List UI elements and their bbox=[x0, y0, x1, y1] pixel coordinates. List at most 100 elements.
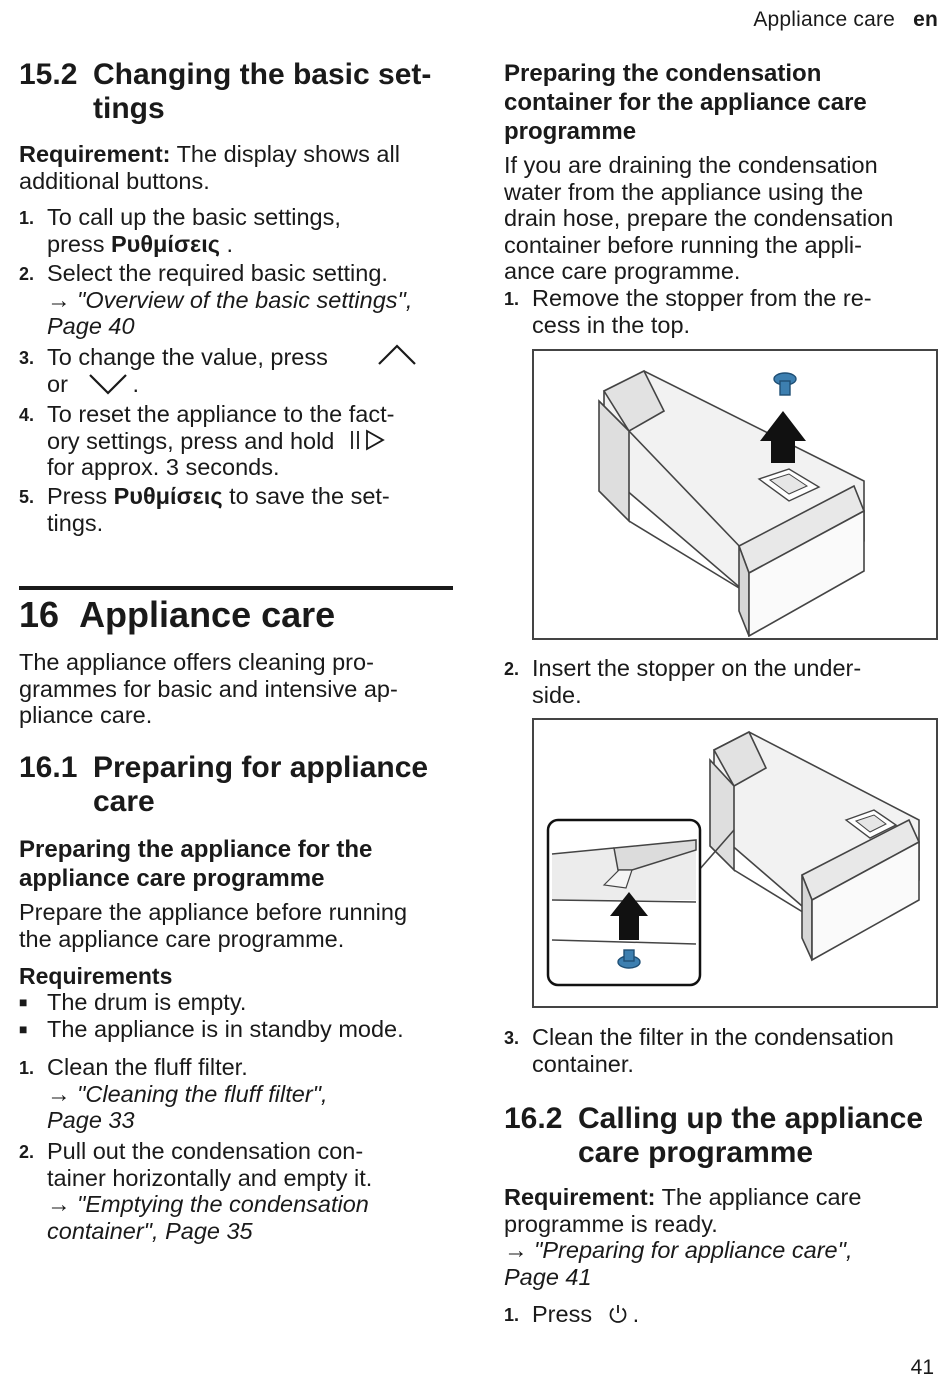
requirement-text: The display shows all additional buttons… bbox=[19, 141, 400, 194]
cross-reference-link[interactable]: → "Cleaning the fluff filter", bbox=[47, 1080, 328, 1107]
step-text: tings. bbox=[47, 509, 104, 536]
text-line: drain hose, prepare the condensation bbox=[504, 205, 894, 231]
chapter-16-heading: 16 Appliance care bbox=[19, 595, 335, 635]
step-text: side. bbox=[532, 681, 582, 708]
text-line: the appliance care programme. bbox=[19, 925, 345, 952]
section-number: 15.2 bbox=[19, 58, 78, 91]
section-title-line: care programme bbox=[578, 1136, 814, 1169]
settings-button-label: Ρυθμίσεις bbox=[113, 483, 223, 509]
illustration-remove-stopper bbox=[532, 349, 938, 640]
bullet-icon: ■ bbox=[19, 994, 28, 1010]
step-text: To call up the basic settings, bbox=[47, 204, 341, 230]
chapter-divider bbox=[19, 586, 453, 590]
cross-reference-link[interactable]: → "Emptying the condensation bbox=[47, 1191, 369, 1217]
requirement-label: Requirement: bbox=[19, 141, 171, 167]
requirement-item: The appliance is in standby mode. bbox=[47, 1016, 404, 1042]
requirement-item: The drum is empty. bbox=[47, 989, 247, 1015]
list-item: 4. To reset the appliance to the fact-or… bbox=[19, 401, 395, 481]
page-number: 41 bbox=[910, 1356, 934, 1379]
list-item: 2. Select the required basic setting.→ "… bbox=[19, 260, 412, 340]
text-line: container before running the appli- bbox=[504, 231, 862, 258]
step-text: press bbox=[47, 230, 111, 257]
header-language: en bbox=[913, 8, 938, 31]
step-text: tainer horizontally and empty it. bbox=[47, 1164, 373, 1191]
chevron-up-icon bbox=[377, 342, 417, 368]
section-title-line: Preparing for appliance bbox=[93, 751, 429, 784]
intro-line: pliance care. bbox=[19, 702, 153, 728]
chapter-title: Appliance care bbox=[79, 594, 336, 635]
step-text: . bbox=[132, 370, 139, 397]
cross-reference-page[interactable]: Page 33 bbox=[47, 1107, 135, 1133]
section-title-line: Calling up the appliance bbox=[578, 1102, 924, 1135]
cross-reference-link[interactable]: → "Preparing for appliance care", bbox=[504, 1237, 853, 1263]
step-text: Select the required basic setting. bbox=[47, 260, 388, 286]
section-number: 16.2 bbox=[504, 1102, 563, 1135]
step-text: to save the set- bbox=[222, 483, 390, 509]
intro-line: grammes for basic and intensive ap- bbox=[19, 675, 398, 702]
requirement-label: Requirement: bbox=[504, 1184, 656, 1210]
intro-line: The appliance offers cleaning pro- bbox=[19, 649, 374, 675]
requirement-text: The appliance care bbox=[655, 1184, 862, 1210]
list-item: 2. Insert the stopper on the under-side. bbox=[504, 655, 861, 708]
step-text: Remove the stopper from the re- bbox=[532, 285, 872, 311]
cross-reference-page[interactable]: container", Page 35 bbox=[47, 1217, 253, 1244]
cross-reference-link[interactable]: → "Overview of the basic settings", bbox=[47, 286, 413, 313]
step-number: 5. bbox=[19, 487, 35, 507]
section-number: 16.1 bbox=[19, 751, 78, 784]
subsection-line: container for the appliance care bbox=[504, 89, 867, 116]
list-item: 5. Press Ρυθμίσεις to save the set-tings… bbox=[19, 483, 390, 536]
illustration-insert-stopper bbox=[532, 718, 938, 1008]
subsection-line: Preparing the condensation bbox=[504, 60, 822, 87]
step-text: ory settings, press and hold bbox=[47, 427, 335, 454]
step-number: 2. bbox=[19, 1142, 35, 1162]
step-text: Press bbox=[532, 1301, 593, 1327]
step-number: 1. bbox=[19, 1058, 35, 1078]
list-item: 3. To change the value, press or . bbox=[19, 344, 447, 397]
settings-button-label: Ρυθμίσεις bbox=[111, 230, 220, 257]
list-item: 2. Pull out the condensation con-tainer … bbox=[19, 1138, 372, 1244]
text-line: ance care programme. bbox=[504, 258, 741, 284]
section-title-line: Changing the basic set- bbox=[93, 58, 432, 91]
text-line: If you are draining the condensation bbox=[504, 152, 878, 178]
step-text: Press bbox=[47, 483, 114, 509]
step-text: Insert the stopper on the under- bbox=[532, 655, 862, 681]
subsection-line: appliance care programme bbox=[19, 865, 325, 892]
step-text: container. bbox=[532, 1050, 634, 1077]
requirements-heading: Requirements bbox=[19, 963, 173, 989]
list-item: 1. Clean the fluff filter.→ "Cleaning th… bbox=[19, 1054, 328, 1134]
section-title-line: care bbox=[93, 785, 155, 818]
list-item: ■ The appliance is in standby mode. bbox=[19, 1016, 404, 1043]
step-text: Clean the filter in the condensation bbox=[532, 1024, 894, 1050]
bullet-icon: ■ bbox=[19, 1021, 28, 1037]
cross-reference-page[interactable]: Page 41 bbox=[504, 1263, 592, 1290]
step-number: 1. bbox=[504, 1305, 520, 1325]
step-text: Clean the fluff filter. bbox=[47, 1054, 248, 1080]
step-number: 3. bbox=[19, 348, 35, 368]
step-text: Pull out the condensation con- bbox=[47, 1138, 364, 1164]
requirement-paragraph: Requirement: The display shows all addit… bbox=[19, 141, 449, 194]
chapter-number: 16 bbox=[19, 594, 60, 635]
step-text: cess in the top. bbox=[532, 311, 691, 338]
step-text: To change the value, press bbox=[47, 344, 328, 370]
list-item: 1. Press . bbox=[504, 1301, 639, 1329]
step-text: for approx. 3 seconds. bbox=[47, 454, 280, 480]
section-title: Changing the basic set-tings bbox=[93, 58, 431, 126]
step-text: To reset the appliance to the fact- bbox=[47, 401, 395, 427]
power-icon bbox=[607, 1303, 629, 1325]
step-number: 1. bbox=[19, 208, 35, 228]
section-15-2-heading: 15.2 Changing the basic set-tings bbox=[19, 58, 431, 126]
section-title-line: tings bbox=[93, 92, 165, 125]
step-number: 2. bbox=[504, 659, 520, 679]
list-item: ■ The drum is empty. bbox=[19, 989, 246, 1016]
step-text: . bbox=[219, 230, 234, 257]
start-pause-icon bbox=[349, 428, 387, 452]
cross-reference-page[interactable]: Page 40 bbox=[47, 313, 135, 339]
